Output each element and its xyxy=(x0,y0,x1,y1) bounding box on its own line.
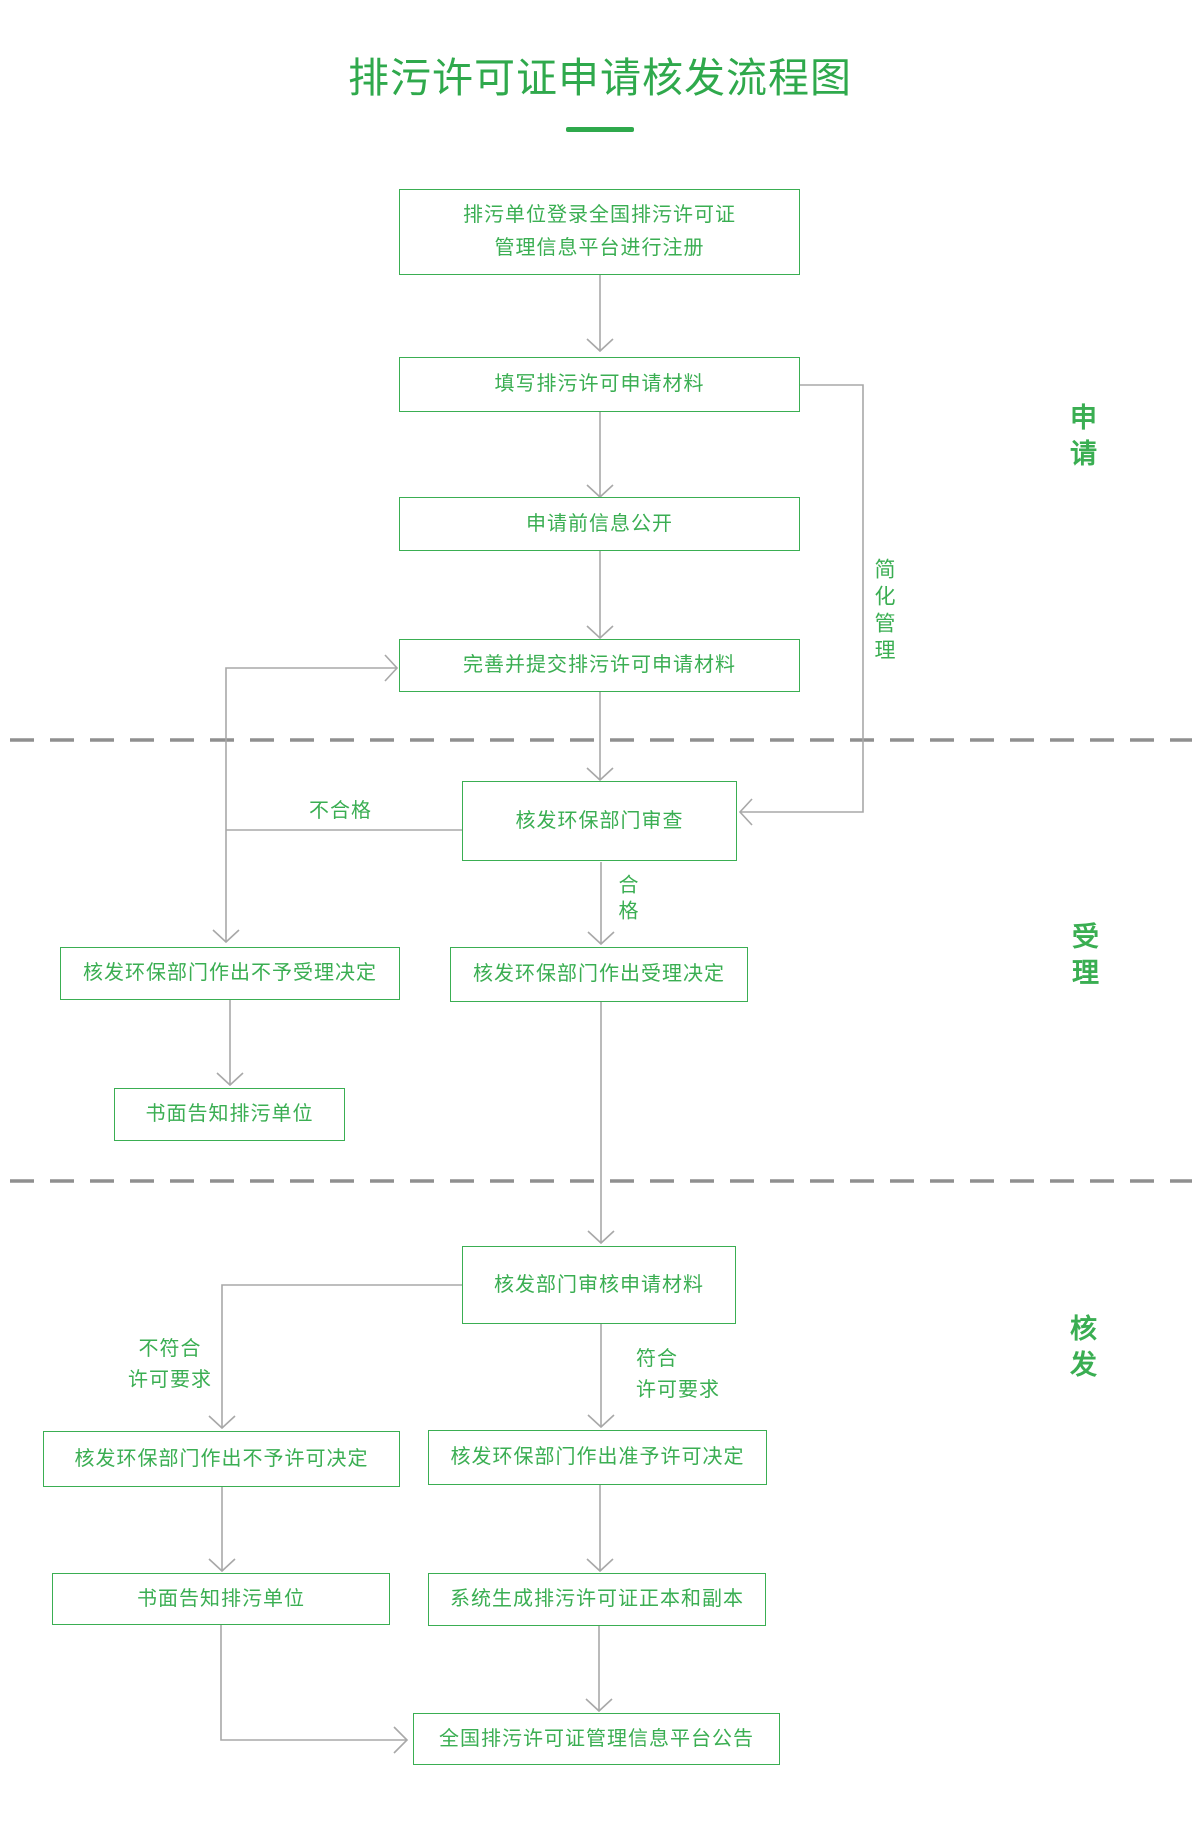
node-register-label-line1: 排污单位登录全国排污许可证 xyxy=(463,204,736,226)
connector-examine-to-deny xyxy=(221,1284,462,1427)
connector-unqualified-up-down xyxy=(225,667,396,941)
page-title: 排污许可证申请核发流程图 xyxy=(348,55,852,101)
edge-label-meet-line1: 符合 xyxy=(636,1348,678,1370)
node-pre-disclosure: 申请前信息公开 xyxy=(399,497,800,551)
node-written-notice-1-label: 书面告知排污单位 xyxy=(145,1103,314,1125)
node-platform-announcement-label: 全国排污许可证管理信息平台公告 xyxy=(439,1727,754,1750)
node-deny-permit-decision-label: 核发环保部门作出不予许可决定 xyxy=(74,1447,369,1470)
node-dept-review-label: 核发环保部门审查 xyxy=(515,809,684,832)
arrowhead-accept-to-examine xyxy=(587,1230,615,1245)
arrowhead-submit-to-review xyxy=(586,767,614,782)
node-accept-decision: 核发环保部门作出受理决定 xyxy=(450,947,748,1002)
node-written-notice-2: 书面告知排污单位 xyxy=(52,1573,390,1625)
arrowhead-simplified-bypass xyxy=(738,798,753,826)
arrowhead-review-qualified xyxy=(587,931,615,946)
edge-label-not-meet-line2: 许可要求 xyxy=(128,1369,212,1391)
node-fill-materials: 填写排污许可申请材料 xyxy=(399,357,800,412)
node-not-accept-decision: 核发环保部门作出不予受理决定 xyxy=(60,947,400,1000)
node-fill-materials-label: 填写排污许可申请材料 xyxy=(494,373,705,395)
node-grant-permit-decision: 核发环保部门作出准予许可决定 xyxy=(428,1430,767,1485)
section-label-issue: 核发 xyxy=(1066,1314,1096,1386)
edge-label-meet-line2: 许可要求 xyxy=(636,1379,720,1401)
node-written-notice-2-label: 书面告知排污单位 xyxy=(137,1587,305,1610)
node-deny-permit-decision: 核发环保部门作出不予许可决定 xyxy=(43,1431,400,1487)
node-generate-permit-label: 系统生成排污许可证正本和副本 xyxy=(450,1588,744,1610)
edge-label-unqualified: 不合格 xyxy=(309,800,372,822)
node-not-accept-decision-label: 核发环保部门作出不予受理决定 xyxy=(83,962,377,984)
node-platform-announcement: 全国排污许可证管理信息平台公告 xyxy=(413,1713,780,1765)
node-submit-materials-label: 完善并提交排污许可申请材料 xyxy=(463,654,736,676)
edge-label-not-meet-requirements: 不符合 许可要求 xyxy=(105,1334,235,1396)
node-submit-materials: 完善并提交排污许可申请材料 xyxy=(399,639,800,692)
arrowhead-back-to-submit xyxy=(384,654,399,682)
node-grant-permit-decision-label: 核发环保部门作出准予许可决定 xyxy=(450,1446,745,1468)
arrowhead-to-not-accept xyxy=(212,929,240,944)
edge-label-simplified-management: 简化管理 xyxy=(872,558,895,666)
arrowhead-notice-to-announce xyxy=(393,1726,409,1754)
arrowhead-notaccept-to-notice xyxy=(216,1072,244,1087)
section-label-accept: 受理 xyxy=(1068,922,1098,994)
arrowhead-examine-to-deny xyxy=(208,1415,236,1430)
edge-label-not-meet-line1: 不符合 xyxy=(138,1338,202,1360)
section-label-apply: 申请 xyxy=(1066,403,1096,475)
connector-simplified-bypass xyxy=(741,384,864,813)
node-examine-materials: 核发部门审核申请材料 xyxy=(462,1246,736,1324)
node-written-notice-1: 书面告知排污单位 xyxy=(114,1088,345,1141)
arrowhead-deny-to-notice xyxy=(208,1558,236,1573)
node-register-label-line2: 管理信息平台进行注册 xyxy=(494,237,705,259)
arrowhead-disclosure-to-submit xyxy=(586,625,614,640)
node-accept-decision-label: 核发环保部门作出受理决定 xyxy=(473,963,725,985)
node-examine-materials-label: 核发部门审核申请材料 xyxy=(494,1273,704,1296)
title-underline-decoration xyxy=(566,127,634,132)
node-register: 排污单位登录全国排污许可证 管理信息平台进行注册 xyxy=(399,189,800,275)
node-dept-review: 核发环保部门审查 xyxy=(462,781,737,861)
arrowhead-grant-to-generate xyxy=(586,1558,614,1573)
connector-notice-to-announce xyxy=(220,1625,406,1741)
arrowhead-examine-to-grant xyxy=(587,1414,615,1429)
node-generate-permit: 系统生成排污许可证正本和副本 xyxy=(428,1573,766,1626)
edge-label-qualified: 合格 xyxy=(615,874,637,926)
edge-label-meet-requirements: 符合 许可要求 xyxy=(636,1344,776,1406)
arrowhead-register-to-fill xyxy=(586,338,614,353)
node-pre-disclosure-label: 申请前信息公开 xyxy=(526,512,673,535)
arrowhead-generate-to-announce xyxy=(585,1698,613,1713)
